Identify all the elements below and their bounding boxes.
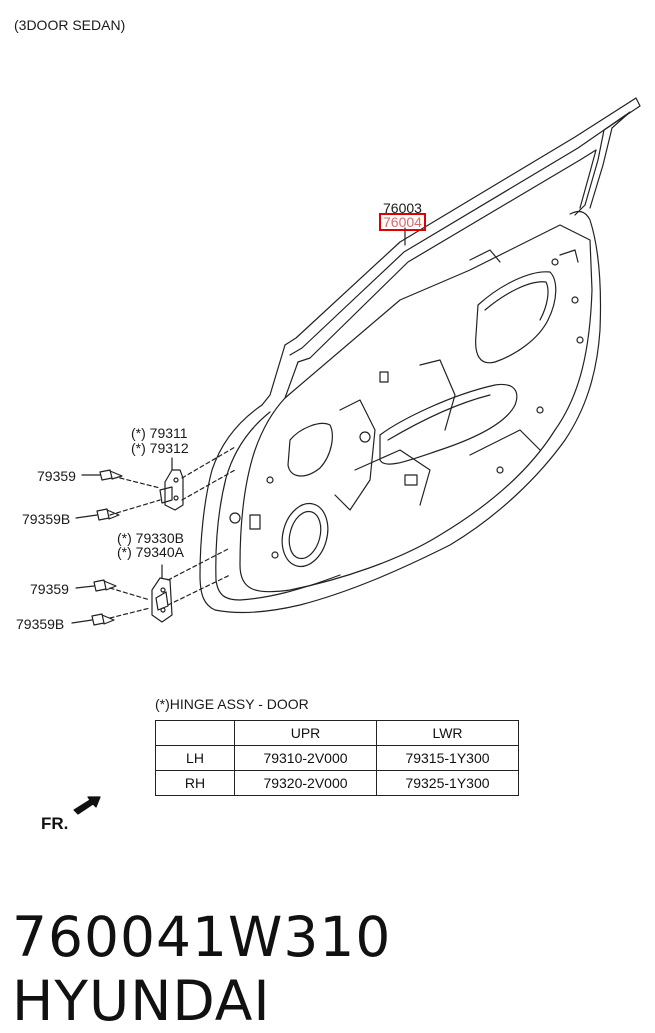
part-label-bolt-upper[interactable]: 79359 — [37, 468, 76, 484]
footer-brand: HYUNDAI — [12, 969, 271, 1033]
table-row: LH 79310-2V000 79315-1Y300 — [155, 745, 519, 771]
asterisk-mark: (*) — [155, 696, 170, 712]
asterisk-mark: (*) — [117, 530, 132, 546]
part-label-bolt-upper-b[interactable]: 79359B — [22, 511, 71, 527]
footer-part-number: 760041W310 — [12, 905, 392, 969]
table-header-row: UPR LWR — [155, 720, 519, 746]
table-cell-side: RH — [155, 770, 235, 796]
hinge-table-caption: (*)HINGE ASSY - DOOR — [155, 696, 309, 712]
hinge-table-caption-text: HINGE ASSY - DOOR — [169, 696, 309, 712]
table-cell-upr[interactable]: 79310-2V000 — [234, 745, 377, 771]
table-cell-lwr[interactable]: 79315-1Y300 — [376, 745, 519, 771]
front-arrow-icon — [73, 796, 101, 815]
hinge-assy-table: UPR LWR LH 79310-2V000 79315-1Y300 RH 79… — [155, 720, 519, 796]
part-label-upper-hinge-1[interactable]: 79311 — [149, 425, 188, 441]
table-row: RH 79320-2V000 79325-1Y300 — [155, 770, 519, 796]
asterisk-mark: (*) — [131, 425, 146, 441]
table-header-cell: LWR — [376, 720, 519, 746]
part-label-bolt-lower[interactable]: 79359 — [30, 581, 69, 597]
part-label-lower-hinge-1[interactable]: 79330B — [135, 530, 184, 546]
table-header-cell — [155, 720, 235, 746]
table-cell-lwr[interactable]: 79325-1Y300 — [376, 770, 519, 796]
table-cell-upr[interactable]: 79320-2V000 — [234, 770, 377, 796]
part-label-bolt-lower-b[interactable]: 79359B — [16, 616, 65, 632]
footer-caption: 760041W310HYUNDAI — [12, 905, 655, 1033]
bolt-icon — [99, 469, 123, 481]
diagram-variant-label: (3DOOR SEDAN) — [14, 17, 126, 33]
part-label-door-panel[interactable]: 76003 — [383, 200, 422, 216]
part-label-lower-hinge-2[interactable]: 79340A — [135, 544, 184, 560]
table-header-cell: UPR — [234, 720, 377, 746]
front-direction-label: FR. — [41, 814, 69, 833]
part-label-door-panel-highlighted[interactable]: 76004 — [379, 213, 426, 231]
asterisk-mark: (*) — [131, 440, 146, 456]
door-exploded-drawing — [71, 97, 641, 815]
asterisk-mark: (*) — [117, 544, 132, 560]
table-cell-side: LH — [155, 745, 235, 771]
part-label-upper-hinge-2[interactable]: 79312 — [149, 440, 189, 456]
